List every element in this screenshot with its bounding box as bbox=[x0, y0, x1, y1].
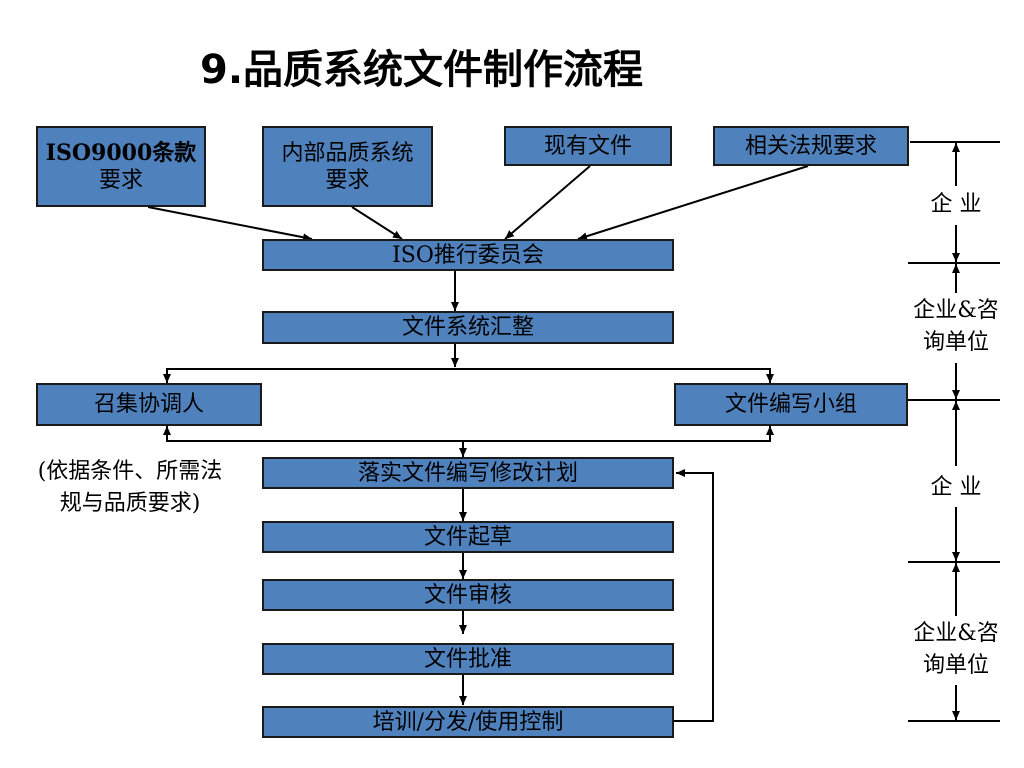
step-writing-group-box: 文件编写小组 bbox=[674, 383, 908, 426]
arrow-iso9000-to-committee bbox=[147, 206, 313, 242]
responsibility-label-3-line1: 企 业 bbox=[930, 475, 982, 500]
step-consolidate-label: 文件系统汇整 bbox=[401, 315, 534, 340]
responsibility-label-1: 企 业 bbox=[916, 189, 996, 221]
merge-bar bbox=[166, 427, 771, 442]
input-internal-box: 内部品质系统 要求 bbox=[262, 126, 433, 207]
responsibility-label-4-line1: 企业&咨 bbox=[913, 621, 999, 646]
input-internal-line2: 要求 bbox=[325, 167, 370, 193]
responsibility-label-2-line1: 企业&咨 bbox=[913, 298, 999, 323]
step-convene-box: 召集协调人 bbox=[36, 383, 262, 426]
side-note-line2: 规与品质要求) bbox=[59, 491, 201, 516]
split-bar bbox=[166, 368, 771, 383]
step-training-label: 培训/分发/使用控制 bbox=[372, 709, 564, 735]
step-training-box: 培训/分发/使用控制 bbox=[262, 706, 674, 738]
side-note: (依据条件、所需法 规与品质要求) bbox=[4, 456, 256, 520]
responsibility-label-2: 企业&咨 询单位 bbox=[896, 295, 1016, 359]
step-consolidate-box: 文件系统汇整 bbox=[262, 311, 674, 344]
step-plan-box: 落实文件编写修改计划 bbox=[262, 457, 674, 489]
responsibility-label-3: 企 业 bbox=[916, 472, 996, 504]
arrow-existing-to-committee bbox=[504, 165, 591, 240]
step-plan-label: 落实文件编写修改计划 bbox=[357, 460, 578, 486]
input-regulations-box: 相关法规要求 bbox=[713, 126, 909, 166]
responsibility-label-4-line2: 询单位 bbox=[922, 653, 989, 678]
input-iso9000-line1: ISO9000条款 bbox=[45, 139, 197, 166]
responsibility-label-1-line1: 企 业 bbox=[930, 192, 982, 217]
step-approve-label: 文件批准 bbox=[423, 646, 512, 672]
input-internal-line1: 内部品质系统 bbox=[281, 140, 414, 166]
arrow-internal-to-committee bbox=[351, 206, 403, 240]
page-title: 9.品质系统文件制作流程 bbox=[200, 47, 644, 93]
feedback-loop bbox=[674, 469, 714, 722]
step-committee-box: ISO推行委员会 bbox=[262, 239, 674, 271]
responsibility-label-2-line2: 询单位 bbox=[922, 330, 989, 355]
side-note-line1: (依据条件、所需法 bbox=[37, 459, 223, 484]
input-iso9000-box: ISO9000条款 要求 bbox=[36, 126, 206, 207]
step-draft-box: 文件起草 bbox=[262, 521, 674, 553]
arrow-regulations-to-committee bbox=[577, 165, 809, 241]
input-existing-box: 现有文件 bbox=[504, 126, 672, 166]
input-existing-label: 现有文件 bbox=[543, 133, 632, 159]
step-draft-label: 文件起草 bbox=[423, 524, 512, 550]
input-iso9000-line2: 要求 bbox=[98, 167, 143, 193]
step-committee-label: ISO推行委员会 bbox=[392, 242, 544, 268]
step-approve-box: 文件批准 bbox=[262, 643, 674, 675]
step-review-box: 文件审核 bbox=[262, 579, 674, 611]
responsibility-label-4: 企业&咨 询单位 bbox=[896, 618, 1016, 682]
step-review-label: 文件审核 bbox=[423, 582, 512, 608]
step-writing-group-label: 文件编写小组 bbox=[724, 392, 857, 417]
step-convene-label: 召集协调人 bbox=[93, 392, 204, 417]
input-regulations-label: 相关法规要求 bbox=[744, 133, 877, 159]
